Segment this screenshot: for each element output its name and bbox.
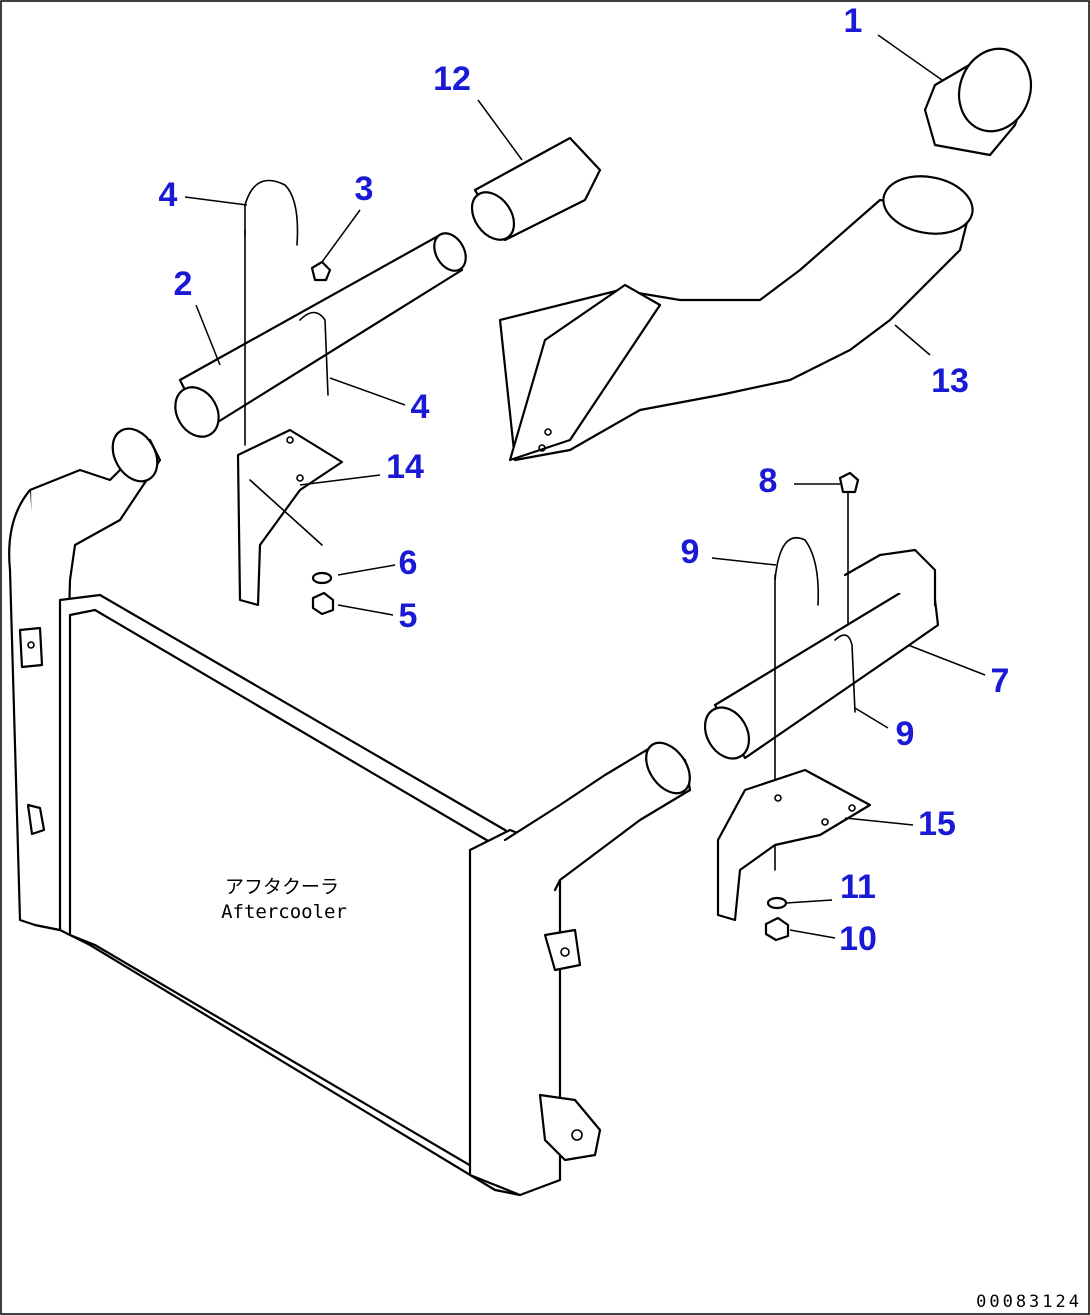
elbow-13-body: [498, 198, 972, 462]
nut-5: [311, 591, 335, 616]
nut-3: [310, 260, 332, 282]
aftercooler-label-en: Aftercooler: [221, 901, 347, 923]
callout-11: 11: [840, 868, 876, 906]
callout-6: 6: [399, 544, 418, 582]
callout-5: 5: [399, 597, 418, 635]
callout-15: 15: [918, 805, 956, 843]
washer-6: [311, 571, 333, 585]
callouts: 1 2 3 4 4 5 6 7 8 9 9 10 11 12 13 14 15: [159, 2, 1010, 958]
callout-1: 1: [844, 2, 863, 40]
aftercooler-label-jp: アフタクーラ: [225, 876, 339, 898]
right-bracket-hole: [560, 947, 570, 957]
part-2-tube: [174, 232, 467, 438]
bracket-15-hole: [774, 794, 782, 802]
bracket-15-hole: [821, 818, 829, 826]
left-pipe-end: [111, 427, 159, 483]
part-13-elbow: [498, 175, 974, 462]
bracket-15-hole: [848, 804, 856, 812]
callout-12: 12: [433, 60, 471, 98]
hose-1-end: [958, 47, 1032, 133]
bracket-14-hole: [286, 436, 294, 444]
tube-2-end: [174, 386, 220, 438]
elbow-13-end: [882, 175, 974, 235]
u-bolt-9-lower: [834, 634, 856, 713]
callout-9-top: 9: [681, 533, 700, 571]
callout-4-lower: 4: [411, 388, 430, 426]
callout-3: 3: [355, 170, 374, 208]
callout-13: 13: [931, 362, 969, 400]
bracket-15: [716, 768, 872, 922]
callout-2: 2: [174, 265, 193, 303]
u-bolt-9-top: [774, 537, 820, 606]
u-bolt-4-top: [244, 179, 299, 246]
left-bracket-hole: [27, 641, 35, 649]
bracket-14-bolt-line: [249, 479, 323, 546]
leader-lines: [184, 34, 986, 939]
callout-9-lower: 9: [896, 715, 915, 753]
callout-14: 14: [386, 448, 424, 486]
elbow-13-flange: [508, 283, 662, 462]
right-bracket-lower-hole: [571, 1129, 583, 1141]
callout-4-top: 4: [159, 176, 178, 214]
callout-10: 10: [839, 920, 877, 958]
left-tank-front: [8, 488, 62, 932]
nut-10: [764, 916, 790, 942]
tube-7-bend: [843, 548, 937, 607]
bracket-14: [236, 428, 344, 607]
bolt-8: [838, 471, 860, 494]
tube-7-end: [703, 706, 751, 760]
tube-2-far-end: [433, 232, 467, 272]
bracket-14-hole: [296, 474, 304, 482]
hose-12-end: [470, 191, 516, 241]
callout-7: 7: [991, 662, 1010, 700]
left-bracket-lower: [26, 803, 46, 836]
document-number: 00083124: [976, 1292, 1082, 1312]
u-bolt-4-lower: [299, 311, 329, 396]
aftercooler: アフタクーラ Aftercooler: [8, 427, 692, 1197]
flange-hole: [538, 444, 546, 452]
right-pipe-end: [645, 741, 691, 795]
right-tank: [468, 828, 562, 1197]
right-bracket-upper: [543, 928, 582, 972]
right-bracket-lower: [538, 1093, 602, 1162]
washer-11: [766, 896, 788, 910]
callout-8: 8: [759, 462, 778, 500]
flange-hole: [544, 428, 552, 436]
